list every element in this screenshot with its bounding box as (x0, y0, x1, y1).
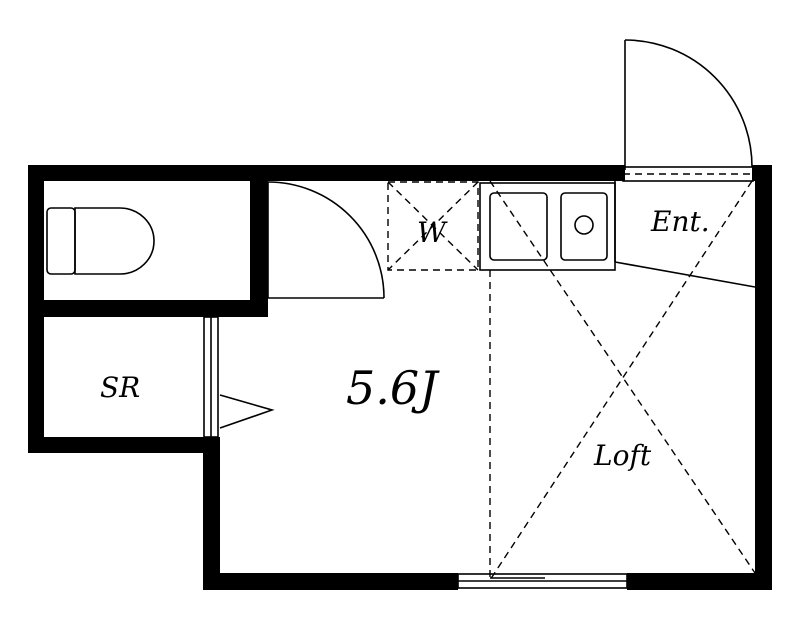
toilet-icon (46, 207, 155, 275)
wall-toilet-bottom (28, 300, 268, 317)
wall-bottom-right (627, 573, 772, 590)
room-label-washer: W (417, 216, 448, 249)
window-bottom (457, 573, 628, 589)
entrance-step (614, 181, 756, 288)
wall-bottom-left (203, 573, 458, 590)
room-label-storage: SR (100, 371, 140, 404)
entrance-door (622, 39, 754, 182)
wall-toilet-right (250, 165, 268, 317)
interior-walls (28, 165, 268, 317)
toilet-door (251, 181, 385, 299)
wall-bottom-sr (28, 437, 220, 453)
room-label-main: 5.6J (346, 361, 440, 415)
window-left (203, 469, 219, 575)
washer-space (387, 181, 479, 271)
wall-top-left (28, 165, 625, 181)
stove-burner-icon (574, 215, 594, 235)
window-sr (203, 316, 219, 438)
loft-outline (489, 180, 756, 581)
storage-door (219, 394, 275, 429)
room-label-loft: Loft (593, 439, 652, 472)
wall-right (755, 165, 772, 590)
room-label-entrance: Ent. (650, 205, 710, 238)
